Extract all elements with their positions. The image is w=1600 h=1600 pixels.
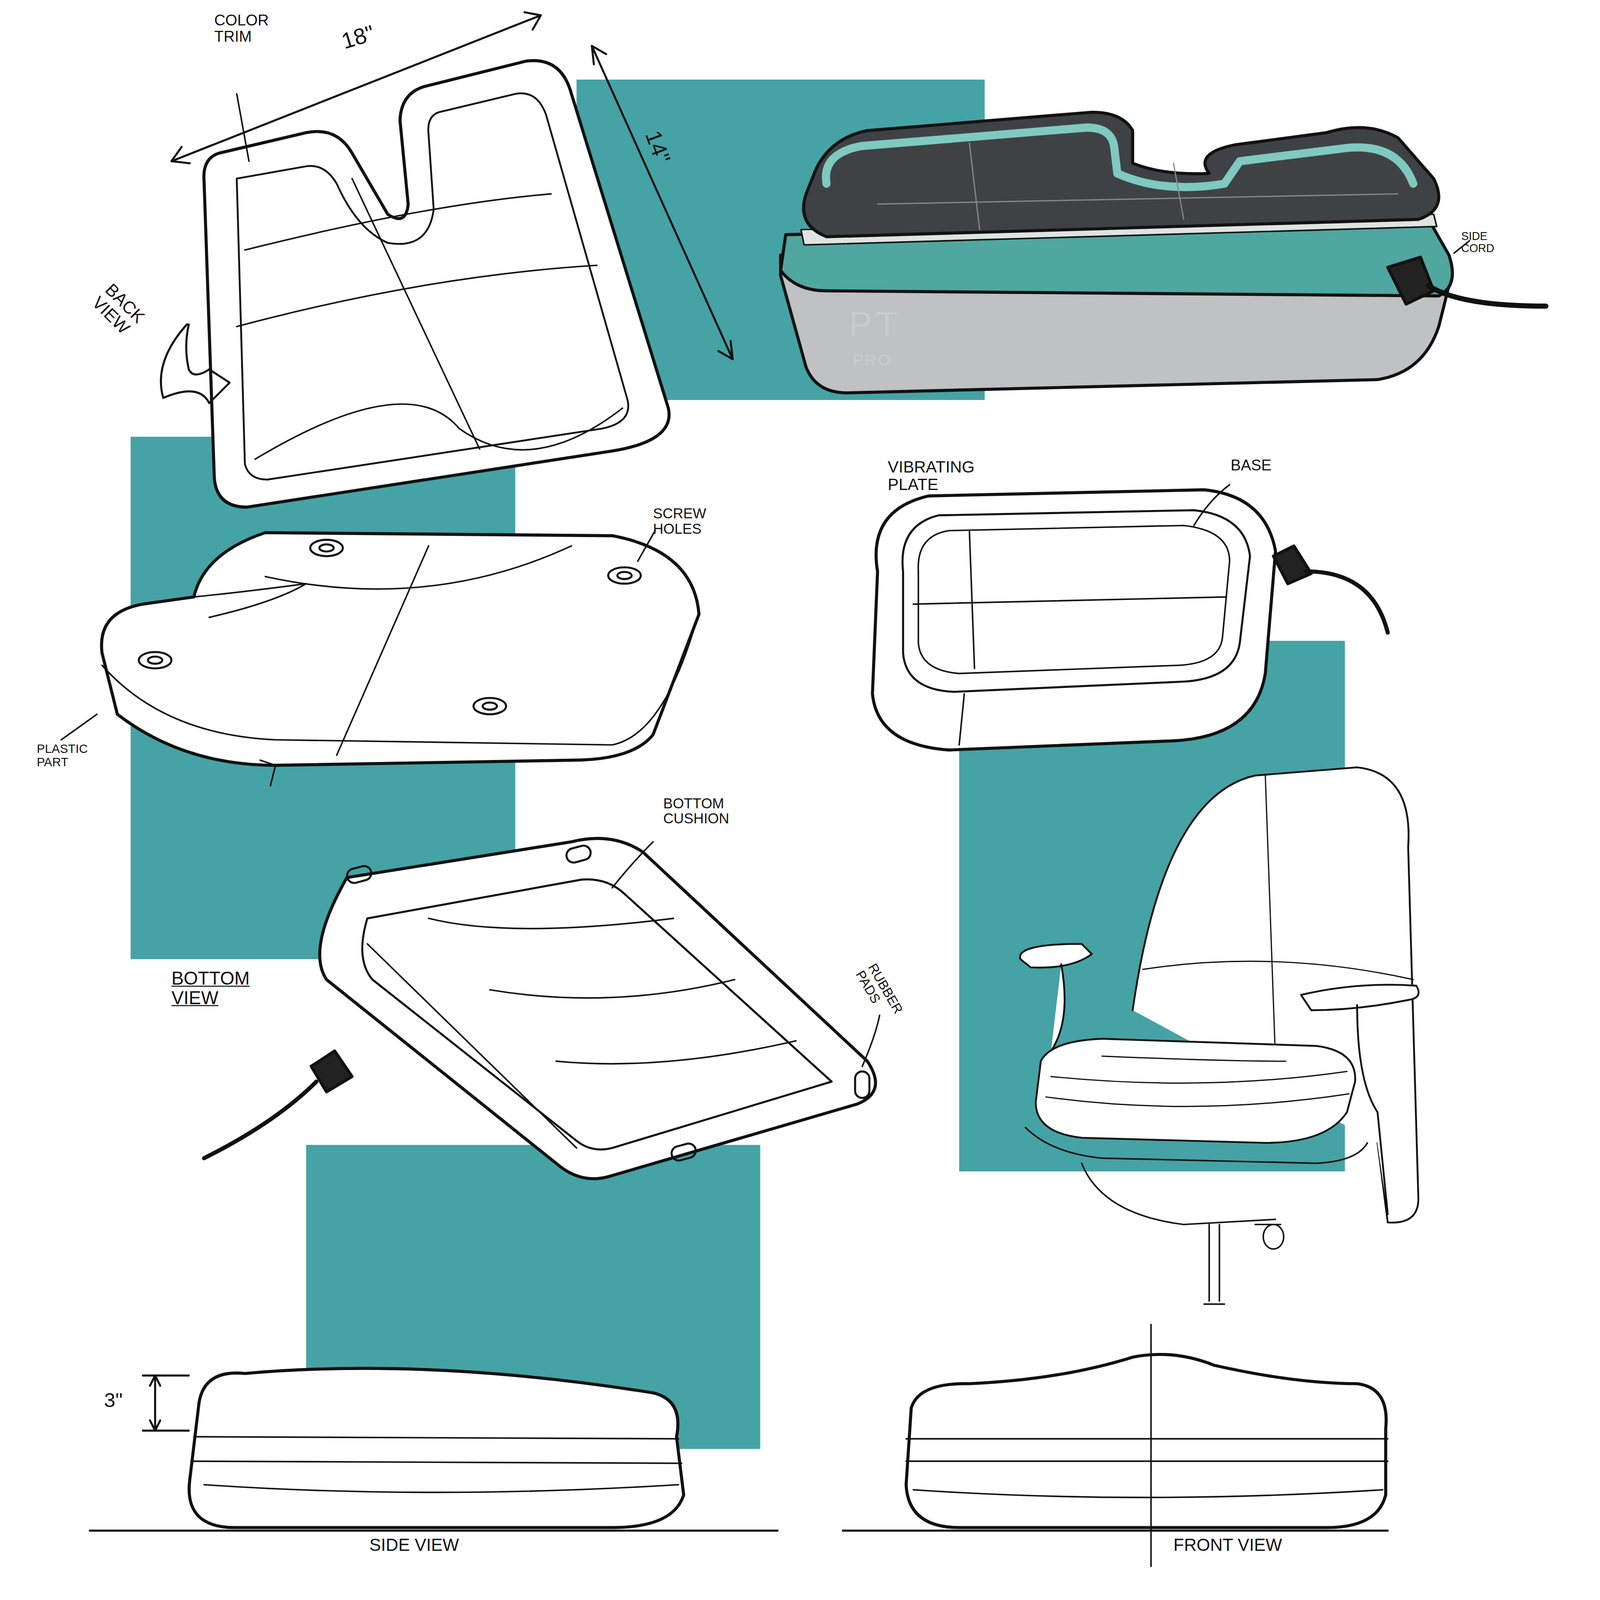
sketch-annotation: COLOR TRIM xyxy=(214,12,276,45)
sketch-annotation: RUBBER PADS xyxy=(853,961,908,1029)
sketch-annotation: VIBRATING PLATE xyxy=(887,459,1021,494)
sketch-annotation: 3" xyxy=(104,1390,123,1412)
sketch-annotation: SIDE CORD xyxy=(1461,230,1513,255)
sketch-annotation: 18" xyxy=(338,20,378,53)
sketch-annotation: PT xyxy=(849,306,902,343)
sketch-annotation: FRONT VIEW xyxy=(1173,1536,1283,1555)
sketch-annotation: BOTTOM VIEW xyxy=(171,969,263,1009)
sketch-annotation: BASE xyxy=(1230,457,1272,474)
sketch-annotation: SIDE VIEW xyxy=(369,1536,460,1555)
sketch-annotation: PRO xyxy=(852,352,892,369)
sketch-annotation: BOTTOM CUSHION xyxy=(663,795,755,826)
sketch-annotation: BACK VIEW xyxy=(88,280,150,343)
sketch-annotation: PLASTIC PART xyxy=(36,742,98,769)
sketch-annotation: SCREW HOLES xyxy=(652,506,735,537)
